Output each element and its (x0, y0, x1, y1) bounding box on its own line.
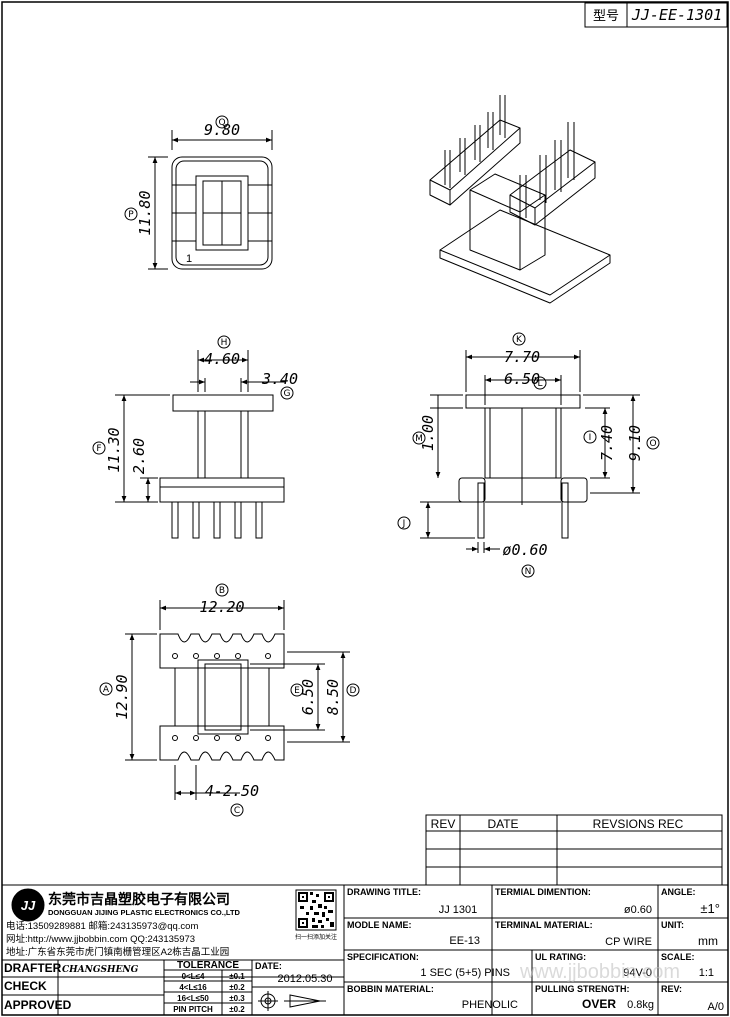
bobbin-material: PHENOLIC (462, 999, 518, 1011)
ul-value: 94V-0 (623, 967, 652, 979)
angle-label: ANGLE: (661, 887, 696, 897)
model-header-box (584, 2, 728, 28)
company-logo-badge (11, 888, 45, 922)
tol-range-3: 16<L≤50 (177, 994, 209, 1003)
qr-code (295, 889, 337, 931)
dim-bottom-height: 12.90 (113, 674, 131, 719)
bobbin-material-label: BOBBIN MATERIAL: (347, 984, 434, 994)
bottom-view (99, 583, 360, 817)
rev-col-date: DATE (487, 817, 518, 831)
dim-bottom-inner: 6.50 (299, 679, 317, 715)
tol-value-2: ±0.2 (229, 983, 245, 992)
side-view (397, 332, 660, 578)
pin-one-mark: 1 (186, 253, 192, 265)
company-contact-phone: 电话:13509289881 邮箱:243135973@qq.com (6, 920, 198, 932)
isometric-view (429, 95, 611, 304)
tag-m: M (415, 434, 423, 444)
dim-bottom-outer: 8.50 (324, 679, 342, 715)
rev-col-rec: REVSIONS REC (593, 817, 684, 831)
model-name-label: MODLE NAME: (347, 920, 412, 930)
scale-value: 1:1 (699, 967, 714, 979)
tag-o: O (649, 439, 656, 449)
unit-value: mm (698, 934, 718, 948)
dim-top-width: 9.80 (204, 121, 240, 139)
dim-side-inner-height: 7.40 (598, 425, 616, 461)
front-view (92, 335, 294, 539)
company-name-cn: 东莞市吉晶塑胶电子有限公司 (48, 891, 230, 907)
dim-bottom-width: 12.20 (199, 598, 244, 616)
terminal-dim-label: TERMIAL DIMENTION: (495, 887, 591, 897)
angle-value: ±1° (700, 901, 720, 916)
tag-b: B (219, 586, 225, 596)
ul-label: UL RATING: (535, 952, 586, 962)
tag-h: H (221, 338, 228, 348)
dim-top-height: 11.80 (136, 190, 154, 235)
model-name: EE-13 (449, 935, 480, 947)
company-logo: JJ (21, 898, 36, 913)
model-label: 型号 (593, 8, 619, 23)
top-view (124, 115, 273, 270)
dim-front-base: 2.60 (130, 438, 148, 474)
tag-l: L (537, 379, 542, 389)
tag-c: C (234, 806, 240, 816)
tag-a: A (103, 685, 110, 695)
pulling-over: OVER (582, 997, 616, 1011)
terminal-material: CP WIRE (605, 936, 652, 948)
date-value: 2012.05.30 (277, 973, 332, 985)
tol-range-1: 0<L≤4 (182, 972, 205, 981)
scale-label: SCALE: (661, 952, 695, 962)
dim-side-total: 9.10 (626, 425, 644, 461)
unit-label: UNIT: (661, 920, 684, 930)
rev-col-rev: REV (431, 817, 456, 831)
tol-value-pin: ±0.2 (229, 1005, 245, 1014)
check-label: CHECK (4, 979, 47, 993)
spec-value: 1 SEC (5+5) PINS (420, 967, 510, 979)
company-contact-web: 网址:http://www.jjbobbin.com QQ:243135973 (6, 933, 195, 945)
dim-side-outer: 7.70 (504, 348, 540, 366)
model-number: JJ-EE-1301 (631, 6, 722, 24)
pulling-value: 0.8kg (627, 999, 654, 1011)
tag-n: N (525, 567, 532, 577)
drafter-name: CHANGSHENG (62, 965, 139, 975)
tag-p: P (128, 210, 134, 220)
drawing-title: JJ 1301 (439, 904, 478, 916)
rev-value: A/0 (707, 1001, 724, 1013)
tag-j: J (402, 519, 406, 529)
drawing-title-label: DRAWING TITLE: (347, 887, 421, 897)
pulling-strength-label: PULLING STRENGTH: (535, 984, 630, 994)
tag-i: I (589, 433, 592, 443)
tag-q: Q (218, 118, 225, 128)
dim-side-flange: 1.00 (419, 415, 437, 451)
company-contact-address: 地址:广东省东莞市虎门镇南栅管理区A2栋吉晶工业园 (6, 946, 229, 958)
tol-range-2: 4<L≤16 (179, 983, 207, 992)
tol-value-3: ±0.3 (229, 994, 245, 1003)
dim-front-total: 11.30 (105, 427, 123, 472)
drafter-label: DRAFTER (4, 961, 62, 975)
tol-value-1: ±0.1 (229, 972, 245, 981)
company-name-en: DONGGUAN JIJING PLASTIC ELECTRONICS CO.,… (48, 908, 241, 917)
tag-e: E (294, 686, 300, 696)
date-label: DATE: (255, 961, 282, 971)
tag-g: G (284, 389, 291, 399)
dim-pin-pitch: 4-2.50 (205, 782, 259, 800)
rev-label: REV: (661, 984, 682, 994)
tol-range-pin: PIN PITCH (173, 1005, 213, 1014)
title-block (1, 884, 729, 1016)
spec-label: SPECIFICATION: (347, 952, 419, 962)
qr-caption: 扫一扫添加关注 (295, 933, 337, 941)
dim-front-top: 4.60 (204, 350, 240, 368)
watermark: www.jjbobbin.com (519, 961, 680, 983)
tag-f: F (96, 444, 101, 454)
dim-side-inner: 6.50 (504, 370, 540, 388)
terminal-material-label: TERMINAL MATERIAL: (495, 920, 593, 930)
dim-front-inner: 3.40 (261, 370, 298, 388)
tolerance-label: TOLERANCE (177, 960, 239, 971)
tag-k: K (516, 335, 523, 345)
tag-d: D (350, 686, 357, 696)
approved-label: APPROVED (4, 998, 72, 1012)
terminal-dim: ø0.60 (624, 904, 652, 916)
dim-pin-dia: ø0.60 (502, 541, 547, 559)
